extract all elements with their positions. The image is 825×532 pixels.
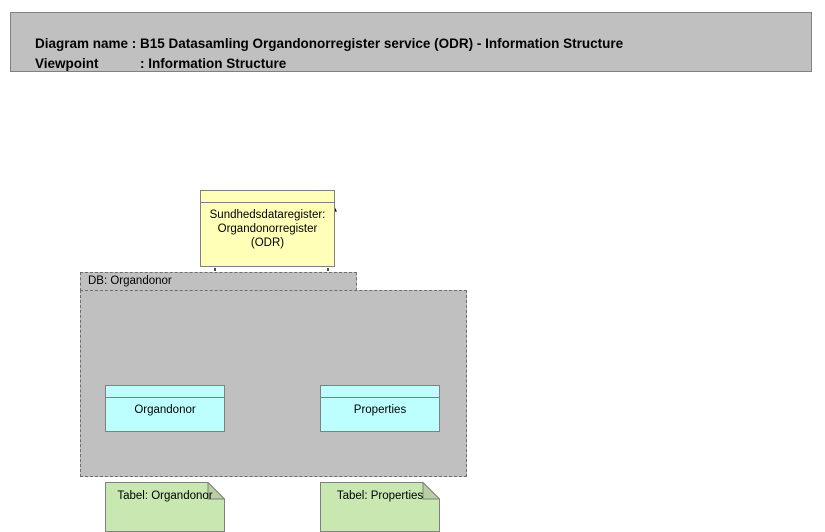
node-titlebar [201,191,334,203]
node-label-odr: Sundhedsdataregister: Organdonorregister… [209,209,326,249]
diagram-name-label: Diagram name : [35,36,137,51]
node-label-properties: Properties [353,404,407,416]
node-label-organdonor: Organdonor [134,404,196,416]
node-label-tabel-organdonor: Tabel: Organdonor [117,490,213,502]
header-viewpoint-line: Viewpoint: Information Structure [20,41,286,86]
package-tab: DB: Organdonor [80,272,357,291]
diagram-name-value: B15 Datasamling Organdonorregister servi… [140,36,624,51]
node-tabel-properties[interactable]: Tabel: Properties [320,482,440,532]
node-sundhedsdataregister-odr[interactable]: Sundhedsdataregister: Organdonorregister… [200,190,335,267]
node-tabel-organdonor[interactable]: Tabel: Organdonor [105,482,225,532]
viewpoint-separator: : [140,56,149,71]
node-titlebar [321,386,439,398]
node-label-tabel-properties: Tabel: Properties [336,490,424,502]
viewpoint-label: Viewpoint [35,56,99,71]
package-db-organdonor[interactable]: DB: Organdonor [80,272,467,478]
diagram-canvas: DB: Organdonor Sundhedsdataregister: Org… [0,72,825,532]
viewpoint-value: Information Structure [148,56,287,71]
header-diagram-name-line: Diagram name :B15 Datasamling Organdonor… [20,21,623,66]
package-name-label: DB: Organdonor [88,275,172,287]
node-properties[interactable]: Properties [320,385,440,432]
node-organdonor[interactable]: Organdonor [105,385,225,432]
package-body [80,290,467,477]
node-titlebar [106,386,224,398]
diagram-header-banner: Diagram name :B15 Datasamling Organdonor… [10,12,812,72]
